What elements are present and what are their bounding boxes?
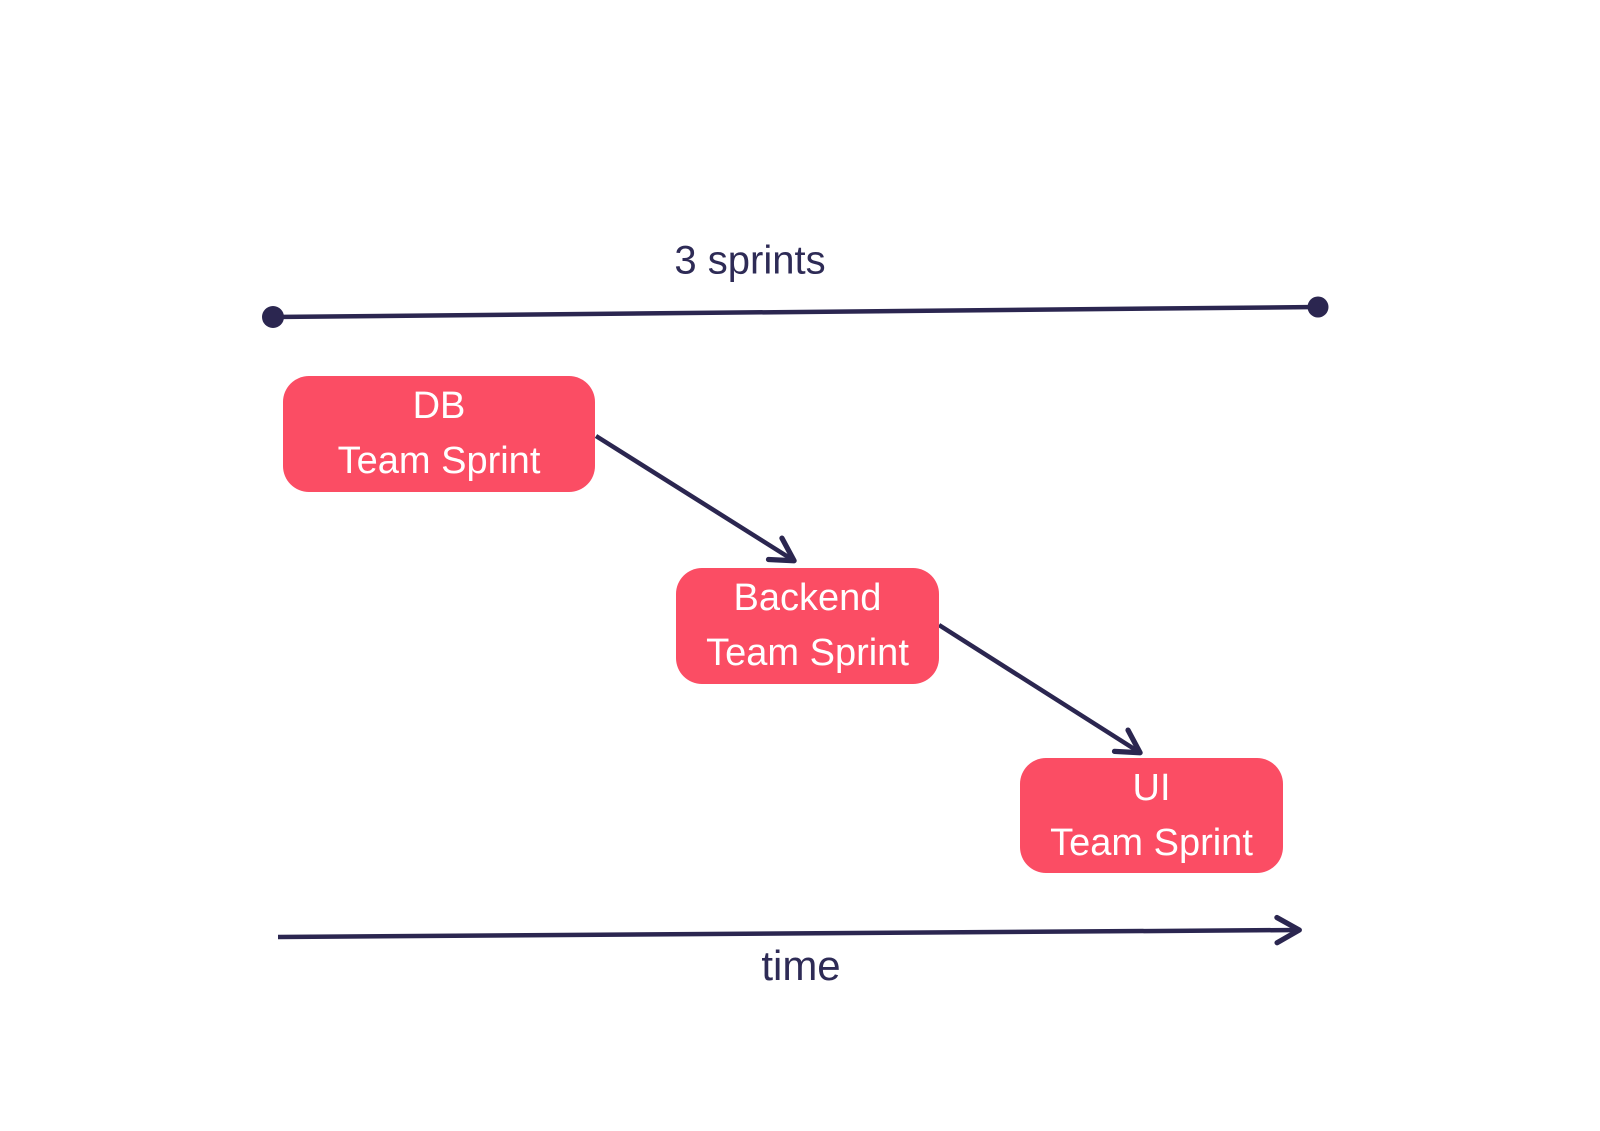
sprint-span-line [272, 304, 1319, 320]
span-end-dot [1307, 296, 1329, 318]
node-ui-line2: Team Sprint [1050, 821, 1253, 864]
node-backend-team-sprint: Backend Team Sprint [676, 568, 939, 684]
node-db-line2: Team Sprint [337, 440, 541, 482]
node-db-line1: DB [412, 385, 466, 427]
connector-backend-to-ui-arrow [937, 623, 1143, 756]
node-db-team-sprint: DB Team Sprint [283, 376, 595, 492]
node-backend-line2: Team Sprint [706, 632, 909, 674]
time-axis-label: time [761, 942, 841, 989]
span-start-dot [262, 306, 284, 328]
node-ui-team-sprint: UI Team Sprint [1020, 758, 1283, 873]
connector-db-to-backend-arrow [594, 434, 797, 564]
node-ui-line1: UI [1132, 766, 1171, 809]
time-axis-arrow [277, 914, 1302, 946]
node-backend-line1: Backend [733, 577, 882, 619]
sprint-span-label: 3 sprints [674, 238, 826, 283]
